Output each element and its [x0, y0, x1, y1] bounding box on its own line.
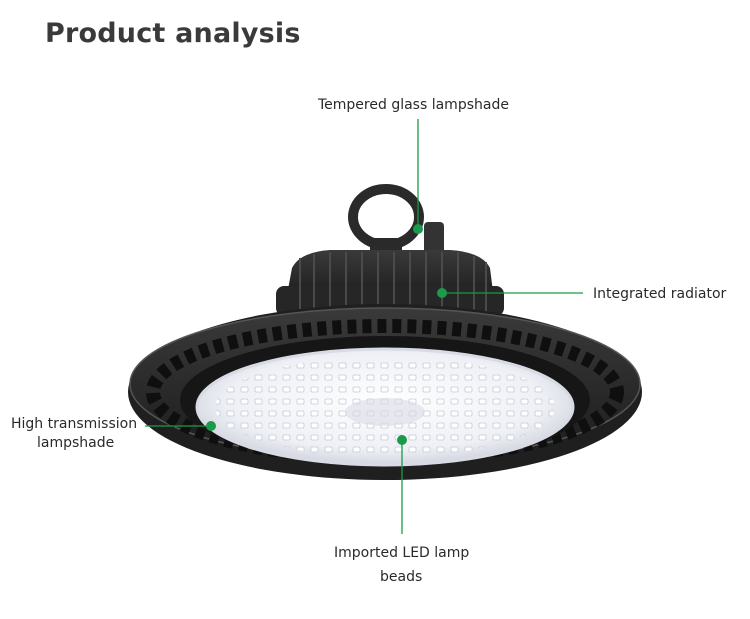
- hanging-ring: [348, 184, 444, 256]
- callout-label-bottom-line1: Imported LED lamp: [334, 545, 470, 561]
- callout-label-transmission-lampshade: High transmission lampshade: [11, 415, 137, 453]
- callout-label-led-beads: Imported LED lamp beads: [334, 541, 484, 589]
- callout-label-left-line2: lampshade: [37, 435, 115, 451]
- callout-dot-left: [206, 421, 216, 431]
- callout-dot-bottom: [397, 435, 407, 445]
- callout-label-left-line1: High transmission: [11, 416, 138, 432]
- callout-dots: [206, 224, 447, 445]
- callout-label-radiator: Integrated radiator: [593, 286, 727, 302]
- callout-lines: [145, 119, 583, 534]
- callout-dot-top: [413, 224, 423, 234]
- page-title: Product analysis: [45, 18, 301, 49]
- callout-label-bottom-line2: beads: [380, 569, 423, 585]
- callout-dot-right: [437, 288, 447, 298]
- led-panel: [195, 347, 575, 467]
- callout-label-tempered-glass: Tempered glass lampshade: [318, 97, 509, 113]
